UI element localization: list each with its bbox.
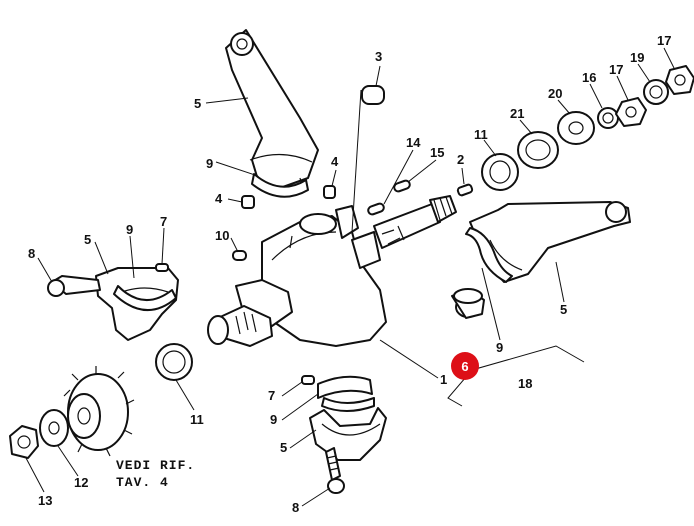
- label-4-left: 4: [215, 191, 223, 206]
- plug-3[interactable]: [361, 85, 385, 105]
- highlight-marker-label: 6: [461, 359, 468, 374]
- label-7-lower: 7: [268, 388, 275, 403]
- highlight-marker-part-6[interactable]: 6: [451, 352, 479, 380]
- label-17-middle: 17: [609, 62, 623, 77]
- label-4-right: 4: [331, 154, 339, 169]
- bolt-8-left[interactable]: [47, 275, 101, 297]
- label-13: 13: [38, 493, 52, 508]
- bearing-shell-left[interactable]: [113, 285, 177, 312]
- thrust-washer-11-left[interactable]: [155, 343, 193, 381]
- thrust-washer-11-right[interactable]: [481, 153, 519, 191]
- label-7-left: 7: [160, 214, 167, 229]
- label-8-left: 8: [28, 246, 35, 261]
- label-5-left-cap: 5: [84, 232, 91, 247]
- washer-12[interactable]: [39, 409, 69, 447]
- crankshaft[interactable]: [207, 195, 457, 347]
- dowel-pin-10[interactable]: [232, 250, 247, 261]
- label-1: 1: [440, 372, 447, 387]
- label-11-left: 11: [190, 412, 204, 427]
- reference-note-line2: TAV. 4: [116, 475, 169, 490]
- label-20: 20: [548, 86, 562, 101]
- label-18: 18: [518, 376, 532, 391]
- ring-16[interactable]: [597, 107, 619, 129]
- pin-15[interactable]: [393, 179, 411, 193]
- bushing-part-6[interactable]: [451, 288, 485, 319]
- label-2: 2: [457, 152, 464, 167]
- label-5-lower-cap: 5: [280, 440, 287, 455]
- reference-note-line1: VEDI RIF.: [116, 458, 195, 473]
- bearing-shell-lower[interactable]: [317, 375, 373, 399]
- pin-7-left[interactable]: [155, 263, 169, 272]
- label-8-lower: 8: [292, 500, 299, 515]
- screw-2[interactable]: [456, 183, 474, 197]
- label-5-right-rod: 5: [560, 302, 567, 317]
- leader-lines: [25, 47, 675, 507]
- washer-20[interactable]: [557, 111, 595, 145]
- label-10: 10: [215, 228, 229, 243]
- label-3: 3: [375, 49, 382, 64]
- main-bearing-cap-lower[interactable]: [309, 407, 387, 461]
- screw-4-right[interactable]: [323, 185, 336, 199]
- pin-7-lower[interactable]: [301, 375, 315, 385]
- bearing-shell-right[interactable]: [465, 227, 513, 283]
- label-15: 15: [430, 145, 444, 160]
- nut-17-middle[interactable]: [615, 97, 647, 127]
- pin-14[interactable]: [367, 202, 385, 216]
- timing-gear[interactable]: [63, 366, 135, 457]
- label-17-right: 17: [657, 33, 671, 48]
- bolt-8-lower[interactable]: [325, 447, 345, 494]
- label-12: 12: [74, 475, 88, 490]
- bearing-shell-upper[interactable]: [251, 173, 309, 198]
- nut-17-right[interactable]: [665, 65, 694, 95]
- label-19: 19: [630, 50, 644, 65]
- nut-13[interactable]: [9, 425, 39, 459]
- label-5-upper-rod: 5: [194, 96, 201, 111]
- label-9-right: 9: [496, 340, 503, 355]
- connecting-rod-upper[interactable]: [225, 29, 319, 193]
- label-11-right: 11: [474, 127, 488, 142]
- label-9-lower: 9: [270, 412, 277, 427]
- label-14: 14: [406, 135, 421, 150]
- washer-19[interactable]: [643, 79, 669, 105]
- screw-4-left[interactable]: [241, 195, 255, 209]
- label-21: 21: [510, 106, 524, 121]
- label-9-upper: 9: [206, 156, 213, 171]
- washer-21[interactable]: [517, 131, 559, 169]
- bearing-shell-lower-2[interactable]: [321, 397, 375, 412]
- label-9-left: 9: [126, 222, 133, 237]
- label-16: 16: [582, 70, 596, 85]
